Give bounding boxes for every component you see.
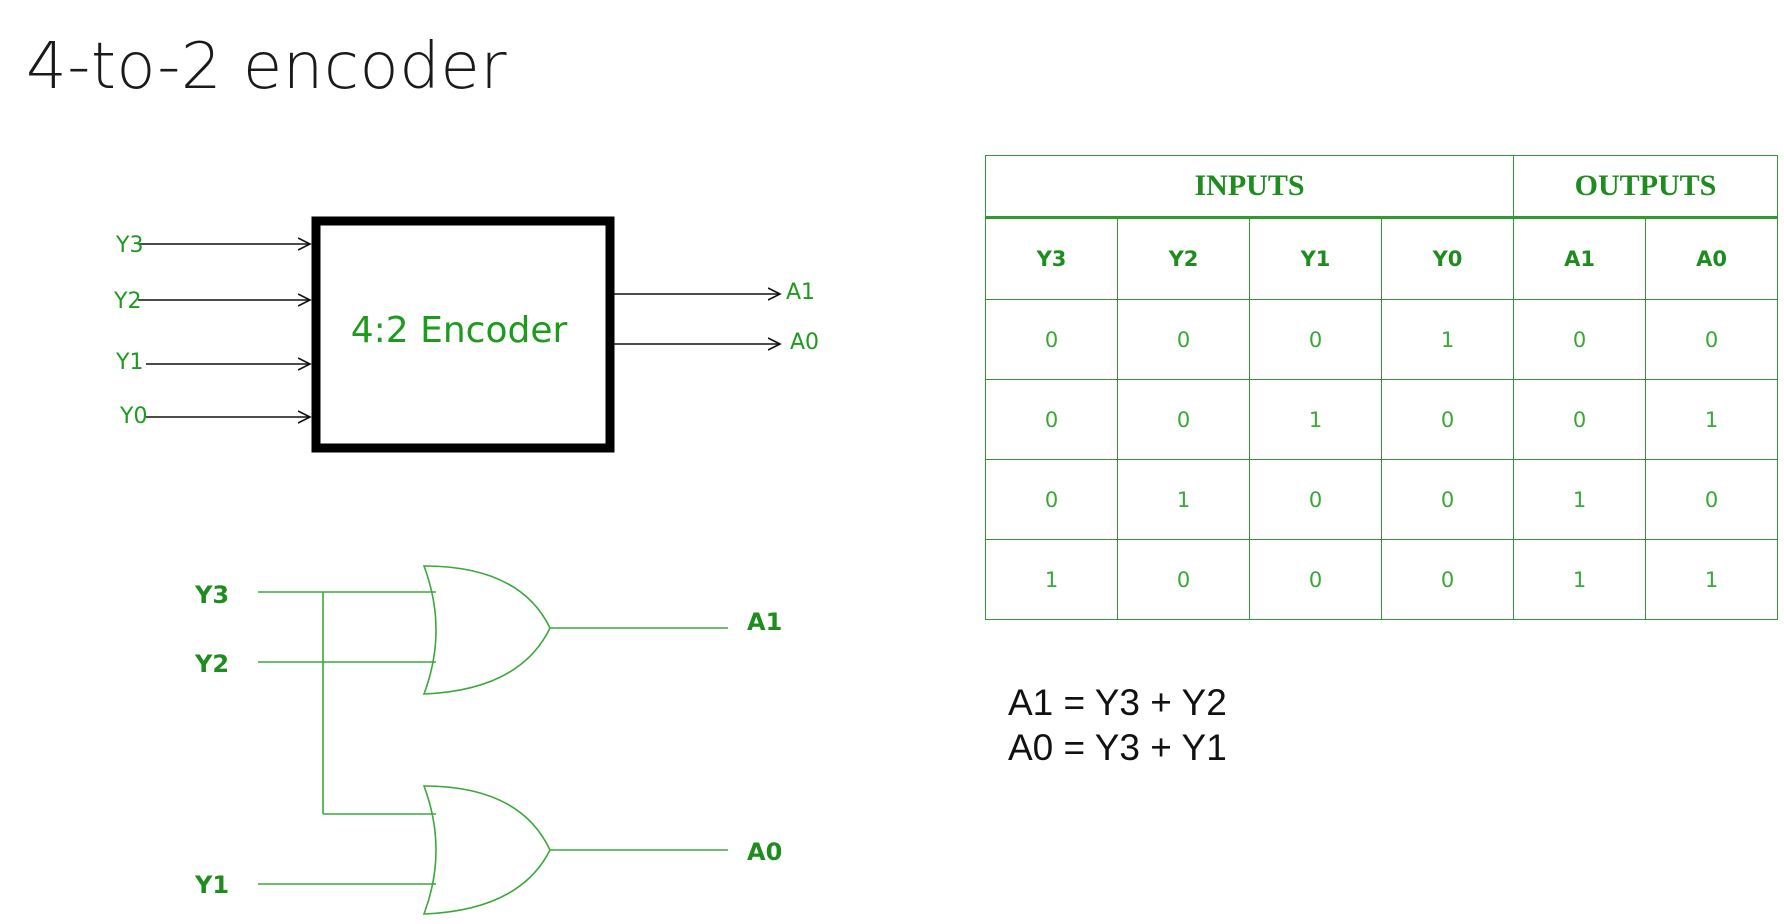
column-header: Y0 bbox=[1381, 217, 1514, 300]
encoder-block-label: 4:2 Encoder bbox=[351, 310, 568, 351]
truth-table-column-row: Y3 Y2 Y1 Y0 A1 A0 bbox=[985, 217, 1778, 300]
block-input-label: Y0 bbox=[119, 404, 147, 429]
table-cell: 1 bbox=[1513, 539, 1646, 620]
table-row: 0 1 0 0 1 0 bbox=[985, 459, 1778, 540]
table-cell: 0 bbox=[1381, 539, 1514, 620]
table-cell: 1 bbox=[1645, 379, 1778, 460]
column-header: A0 bbox=[1645, 217, 1778, 300]
table-cell: 0 bbox=[1117, 299, 1250, 380]
gate-input-label: Y2 bbox=[194, 650, 229, 678]
gate-output-label: A1 bbox=[747, 608, 782, 636]
table-cell: 0 bbox=[1249, 299, 1382, 380]
block-input-label: Y3 bbox=[115, 233, 143, 258]
block-input-label: Y2 bbox=[113, 289, 141, 314]
table-cell: 0 bbox=[985, 459, 1118, 540]
equation-a1: A1 = Y3 + Y2 bbox=[1008, 682, 1227, 723]
boolean-equations: A1 = Y3 + Y2 A0 = Y3 + Y1 bbox=[1008, 680, 1227, 770]
table-cell: 0 bbox=[985, 379, 1118, 460]
column-header: Y1 bbox=[1249, 217, 1382, 300]
table-cell: 1 bbox=[1381, 299, 1514, 380]
table-cell: 0 bbox=[1381, 459, 1514, 540]
table-cell: 0 bbox=[1645, 459, 1778, 540]
inputs-header: INPUTS bbox=[985, 155, 1514, 219]
table-cell: 0 bbox=[1249, 539, 1382, 620]
gate-input-label: Y3 bbox=[194, 581, 229, 609]
block-output-label: A1 bbox=[786, 280, 815, 305]
table-cell: 0 bbox=[1249, 459, 1382, 540]
gate-diagram bbox=[258, 565, 728, 915]
or-gate-a1 bbox=[422, 565, 551, 695]
page-title: 4-to-2 encoder bbox=[26, 30, 507, 104]
table-cell: 1 bbox=[985, 539, 1118, 620]
table-row: 0 0 0 1 0 0 bbox=[985, 299, 1778, 380]
table-row: 0 0 1 0 0 1 bbox=[985, 379, 1778, 460]
equation-a0: A0 = Y3 + Y1 bbox=[1008, 727, 1227, 768]
table-row: 1 0 0 0 1 1 bbox=[985, 539, 1778, 620]
table-cell: 0 bbox=[1117, 379, 1250, 460]
gate-output-label: A0 bbox=[747, 838, 782, 866]
outputs-header: OUTPUTS bbox=[1513, 155, 1778, 219]
table-cell: 1 bbox=[1117, 459, 1250, 540]
block-input-label: Y1 bbox=[115, 350, 143, 375]
or-gate-a0 bbox=[422, 785, 551, 915]
encoder-block bbox=[311, 216, 615, 453]
block-output-label: A0 bbox=[790, 330, 819, 355]
truth-table-group-row: INPUTS OUTPUTS bbox=[985, 155, 1778, 219]
table-cell: 1 bbox=[1645, 539, 1778, 620]
gate-input-label: Y1 bbox=[194, 871, 229, 899]
table-cell: 0 bbox=[1117, 539, 1250, 620]
table-cell: 0 bbox=[1645, 299, 1778, 380]
table-cell: 1 bbox=[1513, 459, 1646, 540]
table-cell: 0 bbox=[1513, 379, 1646, 460]
table-cell: 1 bbox=[1249, 379, 1382, 460]
column-header: A1 bbox=[1513, 217, 1646, 300]
column-header: Y2 bbox=[1117, 217, 1250, 300]
truth-table: INPUTS OUTPUTS Y3 Y2 Y1 Y0 A1 A0 0 0 0 1… bbox=[985, 155, 1778, 620]
block-diagram: 4:2 Encoder Y3 Y2 Y1 Y0 A1 A0 bbox=[113, 216, 819, 453]
table-cell: 0 bbox=[1381, 379, 1514, 460]
table-cell: 0 bbox=[1513, 299, 1646, 380]
table-cell: 0 bbox=[985, 299, 1118, 380]
column-header: Y3 bbox=[985, 217, 1118, 300]
